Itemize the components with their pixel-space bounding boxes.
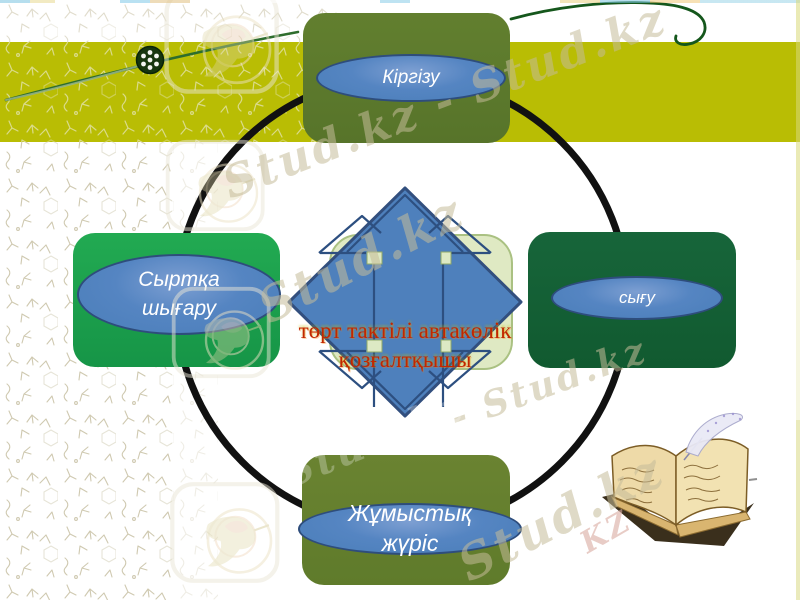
node-label-ellipse-top: Кіргізу — [316, 54, 506, 102]
studkz-kz-watermark: KZ — [574, 503, 639, 561]
open-book-icon — [602, 412, 758, 546]
node-label-right: сығу — [619, 288, 655, 307]
node-label-left-line1: Сыртқа — [138, 267, 220, 291]
dotted-bead-icon — [135, 45, 165, 75]
studkz-text-watermark: Stud.kz — [249, 183, 474, 335]
node-label-ellipse-right: сығу — [551, 276, 723, 320]
slide-caption: төрт тактілі автакөлік қозғалтқышы — [185, 316, 625, 374]
node-label-bottom-line2: жүріс — [381, 530, 439, 556]
right-edge-artifact — [796, 0, 800, 600]
slide-caption-line1: төрт тактілі автакөлік — [298, 318, 512, 343]
node-label-bottom-line1: Жұмыстық — [348, 500, 472, 526]
top-edge-artifact — [0, 0, 800, 3]
quill-icon — [683, 412, 743, 461]
stray-dash — [748, 478, 758, 481]
slide-caption-line2: қозғалтқышы — [338, 347, 472, 372]
diamond-arrows-shape — [287, 186, 523, 418]
node-label-ellipse-bottom: Жұмыстық жүріс — [298, 500, 522, 556]
node-label-top: Кіргізу — [382, 67, 440, 88]
